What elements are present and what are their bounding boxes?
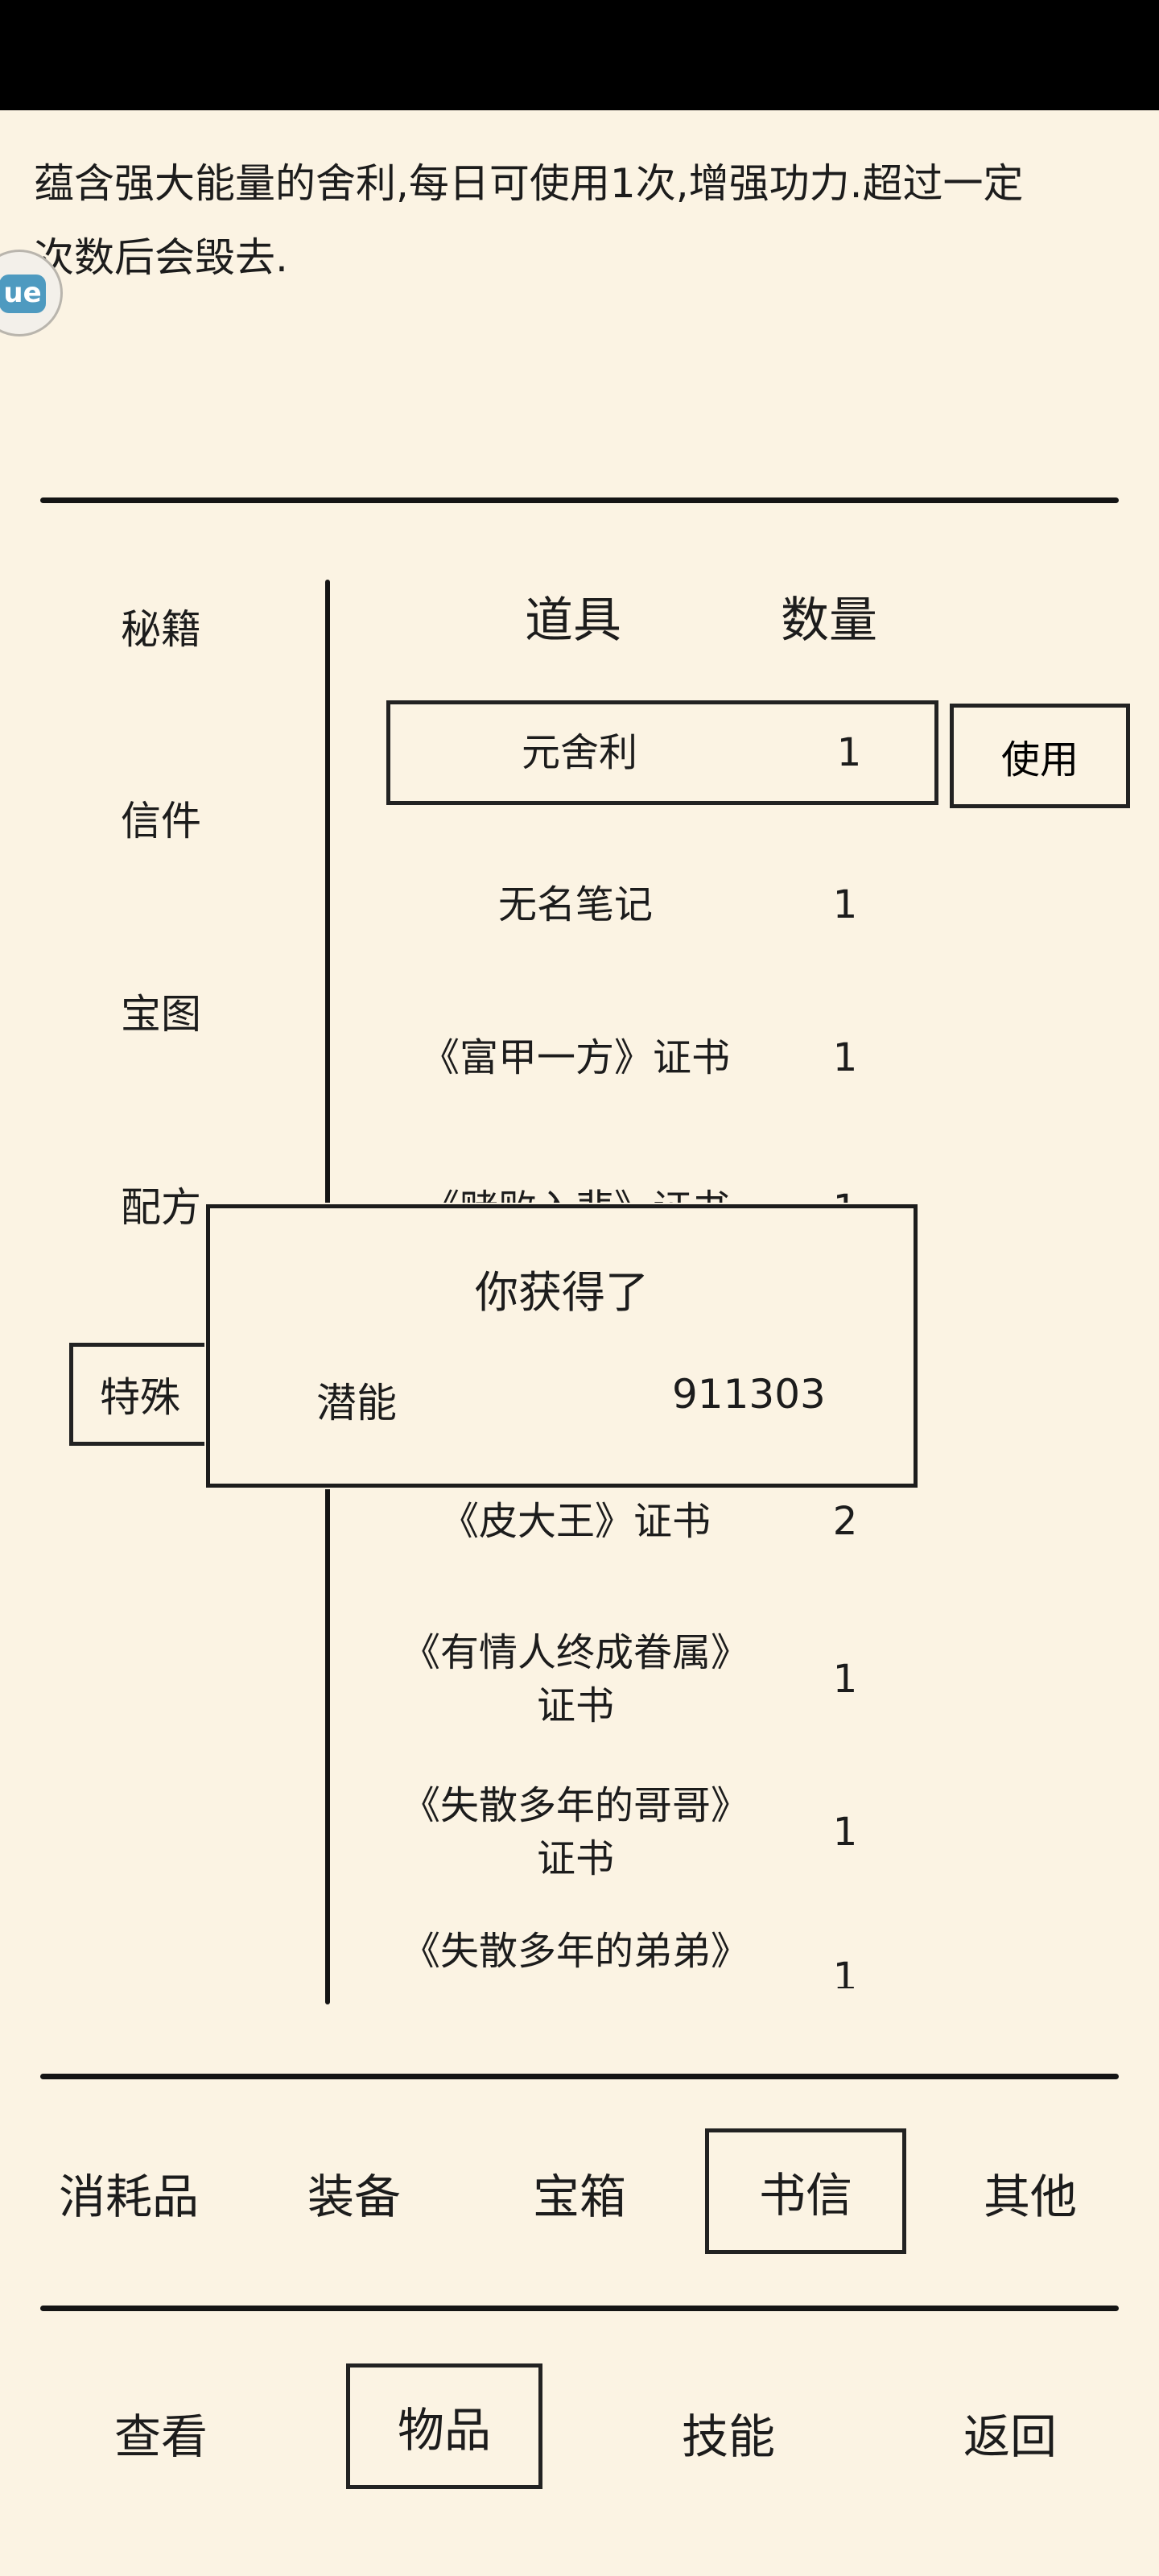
list-item-selected[interactable]: 元舍利 1 <box>386 700 938 805</box>
item-qty: 1 <box>832 1810 858 1855</box>
status-bar <box>0 0 1159 110</box>
tab-chests[interactable]: 宝箱 <box>532 2169 626 2224</box>
item-name: 《有情人终成眷属》证书 <box>401 1630 749 1728</box>
use-button[interactable]: 使用 <box>950 704 1130 808</box>
item-qty: 1 <box>832 882 858 927</box>
category-letters[interactable]: 信件 <box>121 798 201 844</box>
category-special[interactable]: 特殊 <box>69 1343 227 1446</box>
item-name: 《富甲一方》证书 <box>420 1035 730 1080</box>
category-recipe[interactable]: 配方 <box>121 1184 201 1231</box>
item-description: 蕴含强大能量的舍利,每日可使用1次,增强功力.超过一定次数后会毁去. <box>34 160 1024 281</box>
item-name: 《皮大王》证书 <box>439 1499 711 1544</box>
divider-top <box>40 497 1119 503</box>
tab-letters[interactable]: 书信 <box>705 2128 906 2254</box>
tab-equipment[interactable]: 装备 <box>307 2169 401 2224</box>
list-item[interactable]: 无名笔记 1 <box>386 850 934 960</box>
divider-middle <box>40 2074 1119 2079</box>
reward-label: 潜能 <box>316 1380 397 1426</box>
nav-back[interactable]: 返回 <box>963 2409 1057 2464</box>
divider-bottom <box>40 2306 1119 2311</box>
list-item[interactable]: 《皮大王》证书 2 <box>386 1467 934 1576</box>
reward-title: 你获得了 <box>475 1267 649 1318</box>
nav-skills[interactable]: 技能 <box>681 2409 775 2464</box>
header-quantity: 数量 <box>781 592 877 649</box>
list-item[interactable]: 《失散多年的哥哥》证书 1 <box>386 1776 934 1889</box>
category-treasure-map[interactable]: 宝图 <box>121 991 201 1038</box>
item-name: 《失散多年的哥哥》证书 <box>401 1783 749 1881</box>
item-qty: 1 <box>832 1657 858 1702</box>
category-miji[interactable]: 秘籍 <box>121 606 201 653</box>
tab-others[interactable]: 其他 <box>983 2169 1077 2224</box>
floating-assistant-ball[interactable]: ue <box>0 250 63 336</box>
item-name: 《失散多年的弟弟》 <box>401 1929 749 1974</box>
list-item-partial[interactable]: 《失散多年的弟弟》 1 <box>386 1924 934 1988</box>
nav-view[interactable]: 查看 <box>113 2409 208 2464</box>
item-qty: 1 <box>832 1035 858 1080</box>
reward-dialog[interactable]: 你获得了 潜能 911303 <box>206 1204 918 1488</box>
tab-consumables[interactable]: 消耗品 <box>58 2169 199 2224</box>
list-item[interactable]: 《有情人终成眷属》证书 1 <box>386 1623 934 1736</box>
item-name: 元舍利 <box>521 730 637 775</box>
item-qty: 2 <box>832 1499 858 1544</box>
item-qty: 1 <box>836 730 862 775</box>
item-qty: 1 <box>832 1955 858 1988</box>
reward-value: 911303 <box>672 1371 826 1418</box>
item-name: 无名笔记 <box>497 882 653 927</box>
header-item: 道具 <box>525 592 621 649</box>
nav-items[interactable]: 物品 <box>346 2363 542 2489</box>
list-item[interactable]: 《富甲一方》证书 1 <box>386 1003 934 1113</box>
assistant-icon: ue <box>0 275 46 313</box>
